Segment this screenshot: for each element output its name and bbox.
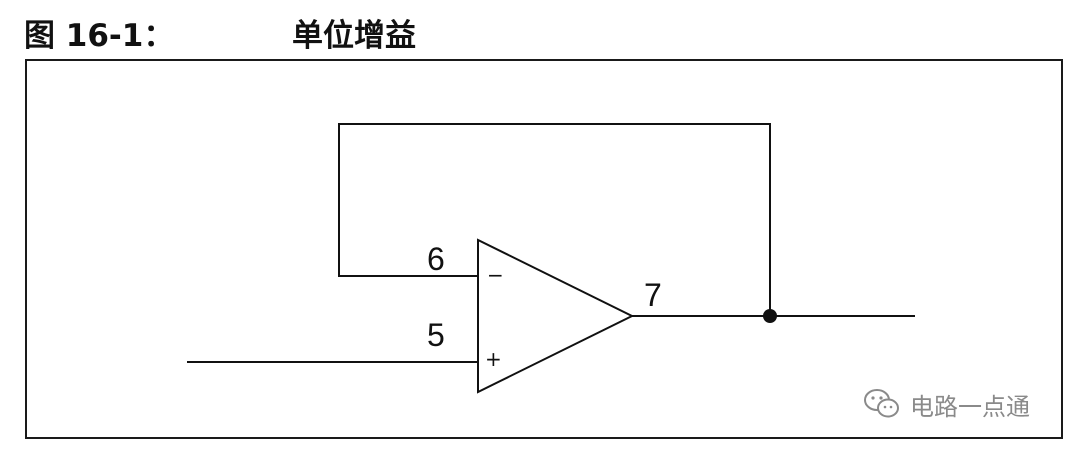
watermark: 电路一点通 (862, 384, 1030, 424)
noninverting-sign: + (485, 347, 502, 371)
wechat-icon (864, 389, 899, 418)
pin-5-label: 5 (427, 317, 445, 353)
pin-6-label: 6 (427, 241, 445, 277)
diagram-frame (25, 59, 1063, 439)
pin-7-label: 7 (644, 277, 662, 313)
figure-caption: 单位增益 (292, 18, 416, 54)
op-amp-symbol (477, 238, 635, 394)
inverting-sign: − (487, 263, 504, 287)
junction-dot (763, 309, 777, 323)
watermark-text: 电路一点通 (910, 392, 1030, 421)
figure-number: 图 16-1： (24, 18, 175, 54)
feedback-wire (338, 123, 771, 316)
